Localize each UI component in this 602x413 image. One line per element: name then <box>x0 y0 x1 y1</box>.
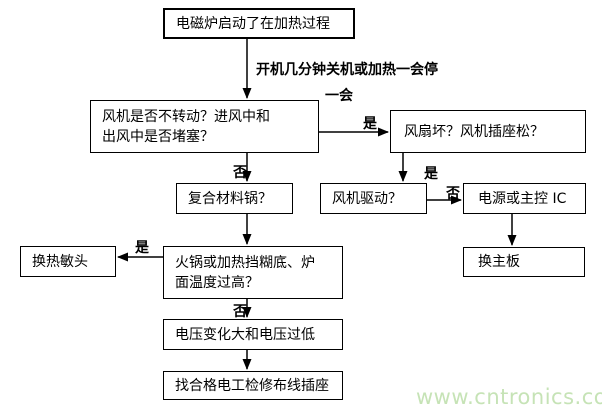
node-start: 电磁炉启动了在加热过程 <box>163 8 355 39</box>
annotation-delay-line2: 一会 <box>325 88 353 104</box>
node-pot-overheat: 火锅或加热挡糊底、炉 面温度过高？ <box>163 246 343 299</box>
node-fan-broken: 风扇坏？风机插座松？ <box>390 110 586 153</box>
edge-label-no-voltage: 否 <box>233 304 247 320</box>
node-thermal-head: 换热敏头 <box>20 246 116 277</box>
edge-label-no-composite-pot: 否 <box>233 165 247 181</box>
node-fan-check: 风机是否不转动？进风中和 出风中是否堵塞？ <box>90 100 319 153</box>
edge-label-yes-thermal-head: 是 <box>135 240 149 256</box>
annotation-delay-line1: 开机几分钟关机或加热一会停 <box>256 62 438 78</box>
edge-label-no-power-ic: 否 <box>446 186 460 202</box>
node-fan-drive: 风机驱动？ <box>320 183 427 214</box>
edge-label-yes-fan-drive: 是 <box>424 166 438 182</box>
node-power-ic: 电源或主控 IC <box>463 183 586 214</box>
edge-label-yes-fan-broken: 是 <box>363 116 377 132</box>
node-electrician: 找合格电工检修布线插座 <box>163 371 343 400</box>
node-main-board: 换主板 <box>463 247 585 277</box>
node-voltage: 电压变化大和电压过低 <box>163 319 343 350</box>
node-composite-pot: 复合材料锅？ <box>176 183 293 214</box>
watermark-text: www.cntronics.com <box>416 385 602 409</box>
